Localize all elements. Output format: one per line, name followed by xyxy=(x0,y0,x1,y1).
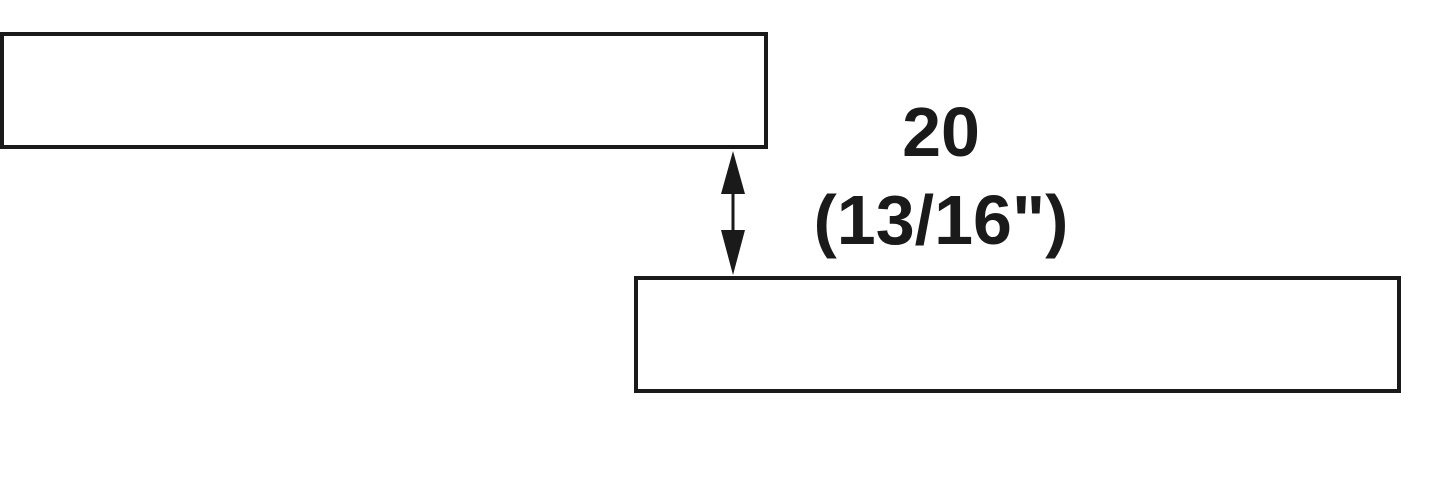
arrowhead-up-icon xyxy=(721,151,745,194)
upper-panel xyxy=(0,32,768,149)
lower-panel xyxy=(634,276,1401,393)
arrowhead-down-icon xyxy=(721,230,745,275)
dimension-arrow xyxy=(721,151,745,275)
dimension-value-label: 20 xyxy=(902,93,980,171)
dimension-imperial-label: (13/16") xyxy=(814,181,1069,259)
